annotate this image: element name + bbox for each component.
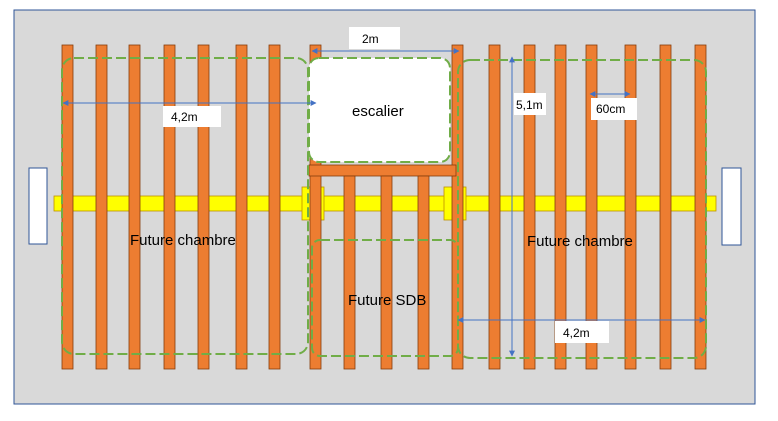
room-label-stairs: escalier xyxy=(352,103,404,120)
joist xyxy=(268,44,281,370)
joist xyxy=(585,44,598,370)
label-box-right xyxy=(555,321,609,343)
dim-label-top: 2m xyxy=(362,32,379,46)
joist xyxy=(197,44,210,370)
label-box-height xyxy=(514,93,546,115)
stair-header xyxy=(308,164,457,177)
joist xyxy=(488,44,501,370)
joist xyxy=(554,44,567,370)
right-window xyxy=(721,167,742,246)
joist xyxy=(309,44,322,370)
dim-label-left: 4,2m xyxy=(171,110,198,124)
label-box-spacing xyxy=(591,98,637,120)
room-right-outline xyxy=(457,59,707,359)
room-label-right: Future chambre xyxy=(527,233,633,250)
dim-label-height: 5,1m xyxy=(516,98,543,112)
joist xyxy=(61,44,74,370)
label-box-left xyxy=(163,106,221,127)
joist xyxy=(694,44,707,370)
joist xyxy=(163,44,176,370)
room-label-left: Future chambre xyxy=(130,232,236,249)
room-bath-outline xyxy=(311,239,459,357)
short-joist xyxy=(343,175,356,370)
joist xyxy=(659,44,672,370)
short-joist xyxy=(417,175,430,370)
joist xyxy=(523,44,536,370)
joist xyxy=(95,44,108,370)
joist xyxy=(128,44,141,370)
joist xyxy=(624,44,637,370)
room-label-bath: Future SDB xyxy=(348,292,426,309)
joist xyxy=(235,44,248,370)
left-window xyxy=(28,167,48,245)
label-box-top xyxy=(349,27,400,49)
dim-label-right: 4,2m xyxy=(563,326,590,340)
short-joist xyxy=(380,175,393,370)
dim-label-spacing: 60cm xyxy=(596,102,625,116)
